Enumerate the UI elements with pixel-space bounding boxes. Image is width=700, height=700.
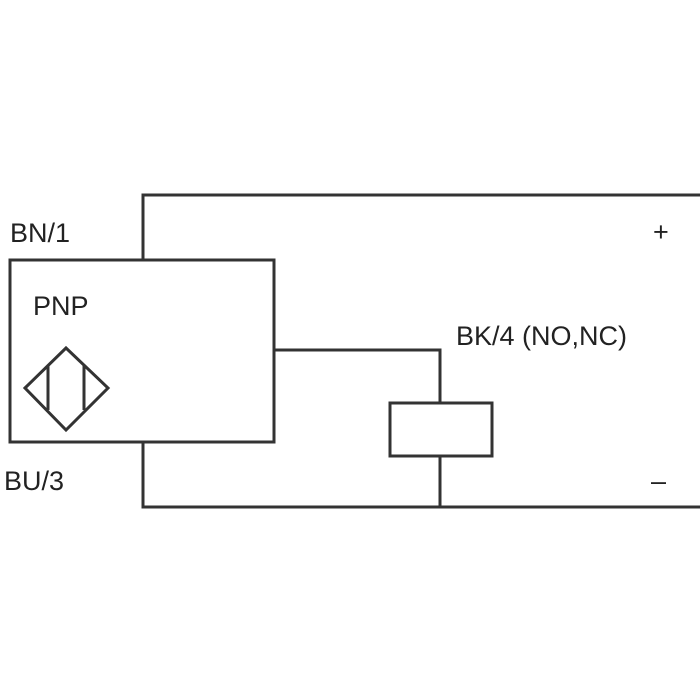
inductive-sensor-symbol-icon: [22, 345, 111, 433]
blue-wire-label: BU/3: [4, 466, 64, 496]
output-wire-label: BK/4 (NO,NC): [456, 321, 627, 351]
negative-rail: [141, 442, 700, 509]
positive-terminal-label: +: [653, 217, 669, 247]
sensor-type-label: PNP: [33, 291, 89, 321]
load-coil: [388, 401, 494, 458]
output-wire: [274, 348, 442, 403]
brown-wire-label: BN/1: [10, 218, 70, 248]
negative-terminal-label: –: [651, 466, 666, 496]
positive-rail: [141, 193, 700, 260]
